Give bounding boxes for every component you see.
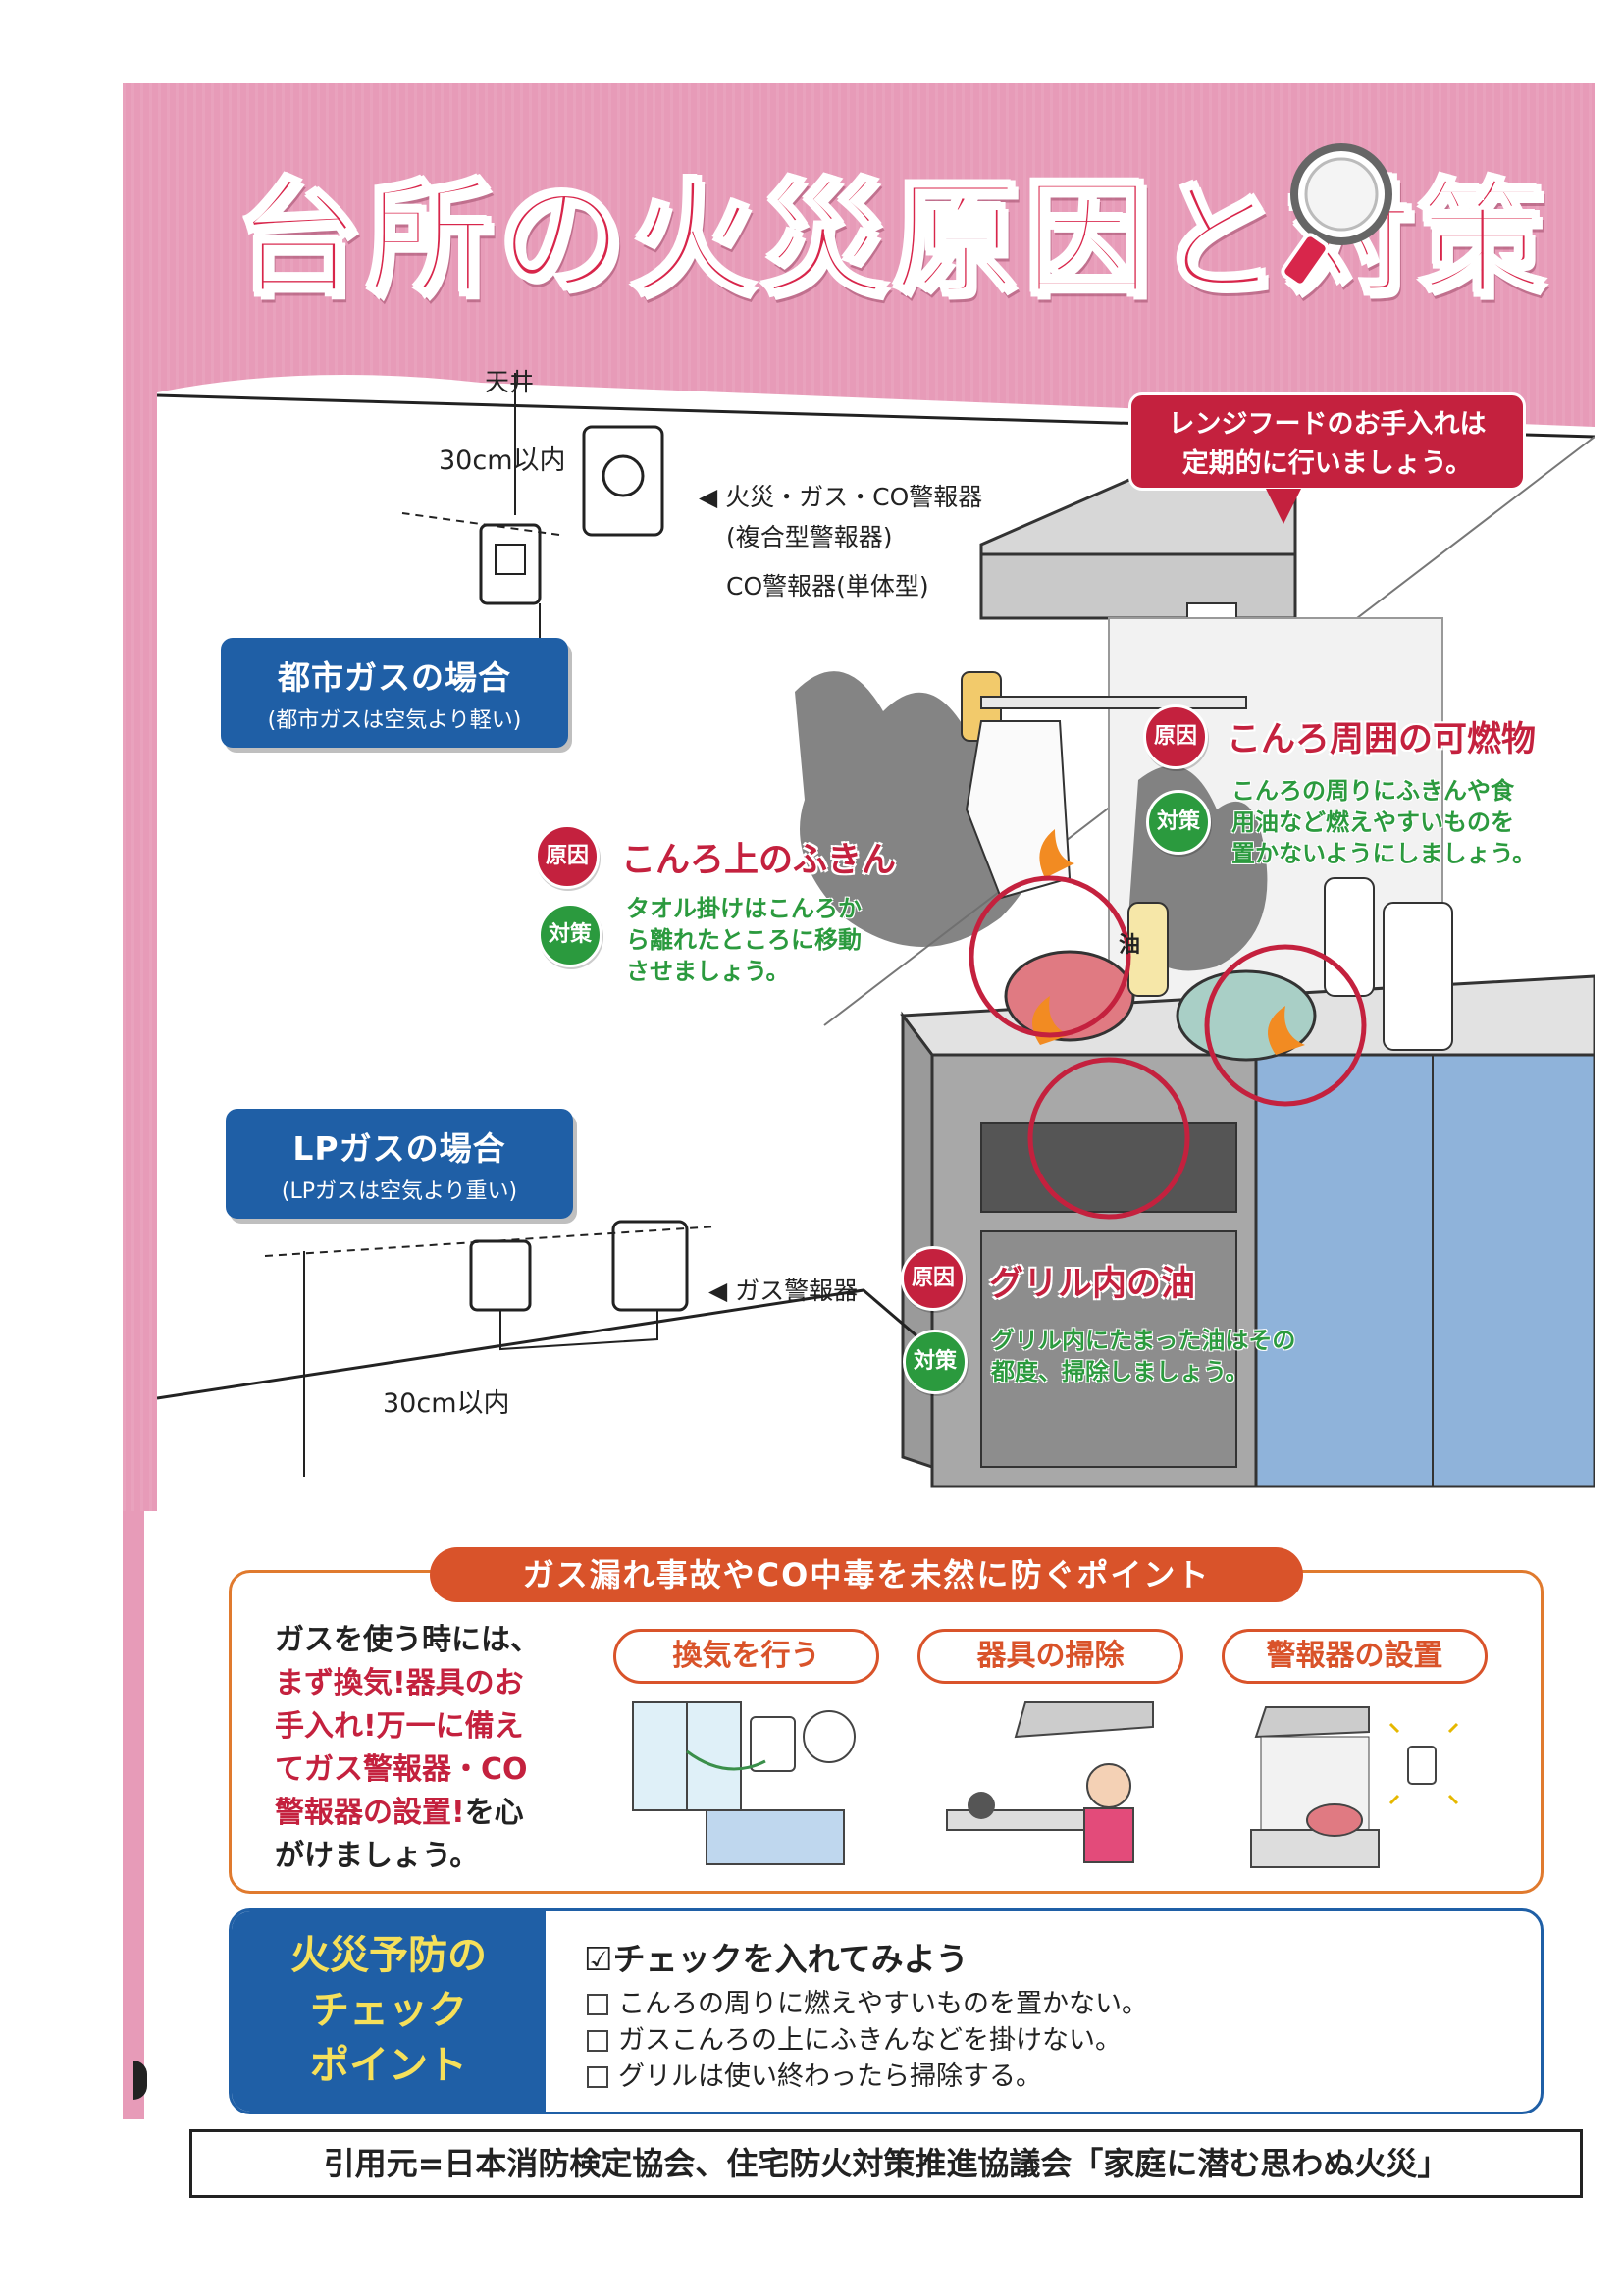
- gas-points-description: ガスを使う時には、 まず換気!器具のお 手入れ!万一に備え てガス警報器・CO …: [275, 1619, 569, 1878]
- fire-prevention-checklist: [229, 1908, 1544, 2114]
- desc-line: てガス警報器・CO: [275, 1752, 528, 1787]
- cause-badge: 原因: [901, 1246, 966, 1311]
- cause-title: こんろ上のふきん: [621, 841, 897, 880]
- range-hood-note: レンジフードのお手入れは 定期的に行いましょう。: [1128, 392, 1526, 491]
- checklist-item[interactable]: ガスこんろの上にふきんなどを掛けない。: [587, 2018, 1122, 2057]
- distance-top-label: 30cm以内: [439, 445, 566, 476]
- hood-note-line-2: 定期的に行いましょう。: [1181, 448, 1473, 479]
- measure-line: タオル掛けはこんろか: [626, 895, 862, 922]
- measure-line: 用油など燃えやすいものを: [1231, 809, 1514, 836]
- checkbox[interactable]: [587, 2066, 608, 2088]
- desc-line: まず換気!器具のお: [275, 1666, 524, 1700]
- desc-line: ガスを使う時には、: [275, 1623, 540, 1657]
- heading-line: ポイント: [310, 2043, 467, 2088]
- desc-line: がけましょう。: [275, 1839, 480, 1873]
- cleaning-illustration: [946, 1701, 1154, 1863]
- combo-alarm-sub: (複合型警報器): [726, 523, 893, 551]
- oil-bottle-label: 油: [1119, 933, 1141, 958]
- gas-alarm-label: ◀ ガス警報器: [708, 1277, 859, 1305]
- tip-cleaning-label: 器具の掃除: [917, 1629, 1183, 1684]
- cause-badge: 原因: [535, 824, 600, 889]
- combo-alarm-label: ◀ 火災・ガス・CO警報器: [699, 483, 983, 511]
- checklist-title: ☑チェックを入れてみよう: [584, 1940, 969, 1978]
- hood-note-pointer: [1266, 489, 1301, 524]
- checklist-item[interactable]: こんろの周りに燃えやすいものを置かない。: [587, 1982, 1148, 2020]
- measure-text: タオル掛けはこんろか ら離れたところに移動 させましょう。: [626, 893, 940, 987]
- lp-gas-title: LPガスの場合: [292, 1129, 506, 1168]
- cause-title: こんろ周囲の可燃物: [1227, 720, 1537, 759]
- measure-badge: 対策: [903, 1330, 968, 1394]
- pink-side-strip: [123, 1511, 144, 2119]
- measure-badge: 対策: [538, 903, 602, 967]
- measure-line: させましょう。: [626, 958, 790, 985]
- measure-text: グリル内にたまった油はその 都度、掃除しましょう。: [991, 1325, 1384, 1387]
- co-alarm-label: CO警報器(単体型): [726, 572, 929, 600]
- city-gas-title: 都市ガスの場合: [278, 658, 511, 697]
- checklist-heading: 火災予防の チェック ポイント: [232, 1928, 546, 2093]
- gas-points-title: ガス漏れ事故やCO中毒を未然に防ぐポイント: [430, 1547, 1303, 1602]
- magnifier-icon: [1281, 143, 1392, 287]
- desc-line: を心: [464, 1796, 524, 1830]
- alarm-illustration: [1250, 1706, 1459, 1868]
- page-edge-mark: [133, 2061, 147, 2100]
- measure-badge: 対策: [1146, 790, 1211, 855]
- ventilation-illustration: [632, 1701, 856, 1865]
- ceiling-label: 天井: [485, 368, 535, 396]
- checklist-item-label: ガスこんろの上にふきんなどを掛けない。: [618, 2025, 1122, 2056]
- lp-gas-box: LPガスの場合 (LPガスは空気より重い): [226, 1109, 573, 1219]
- measure-line: グリル内にたまった油はその: [991, 1327, 1296, 1354]
- measure-line: 置かないようにしましょう。: [1231, 840, 1537, 867]
- checklist-item[interactable]: グリルは使い終わったら掃除する。: [587, 2055, 1042, 2093]
- checklist-heading-panel: [232, 1911, 546, 2112]
- lp-gas-subtitle: (LPガスは空気より重い): [281, 1179, 518, 1204]
- measure-line: 都度、掃除しましょう。: [991, 1358, 1249, 1385]
- measure-line: ら離れたところに移動: [626, 926, 862, 954]
- checklist-item-label: グリルは使い終わったら掃除する。: [618, 2061, 1042, 2092]
- distance-bottom-label: 30cm以内: [383, 1388, 510, 1419]
- tip-alarm-label: 警報器の設置: [1222, 1629, 1488, 1684]
- hood-note-line-1: レンジフードのお手入れは: [1168, 409, 1487, 440]
- cause-title: グリル内の油: [989, 1265, 1196, 1304]
- checkbox[interactable]: [587, 2030, 608, 2052]
- desc-line: 手入れ!万一に備え: [275, 1709, 524, 1744]
- desc-line: 警報器の設置!: [275, 1796, 465, 1830]
- source-citation: 引用元=日本消防検定協会、住宅防火対策推進協議会「家庭に潜む思わぬ火災」: [189, 2129, 1583, 2198]
- checklist-item-label: こんろの周りに燃えやすいものを置かない。: [618, 1989, 1148, 2019]
- city-gas-box: 都市ガスの場合 (都市ガスは空気より軽い): [221, 638, 568, 748]
- heading-line: チェック: [310, 1988, 467, 2033]
- measure-line: こんろの周りにふきんや食: [1231, 777, 1514, 805]
- cause-badge: 原因: [1143, 704, 1208, 769]
- checkbox[interactable]: [587, 1994, 608, 2015]
- measure-text: こんろの周りにふきんや食 用油など燃えやすいものを 置かないようにしましょう。: [1231, 775, 1604, 869]
- tip-ventilation-label: 換気を行う: [613, 1629, 879, 1684]
- city-gas-subtitle: (都市ガスは空気より軽い): [267, 708, 522, 733]
- heading-line: 火災予防の: [290, 1933, 487, 1978]
